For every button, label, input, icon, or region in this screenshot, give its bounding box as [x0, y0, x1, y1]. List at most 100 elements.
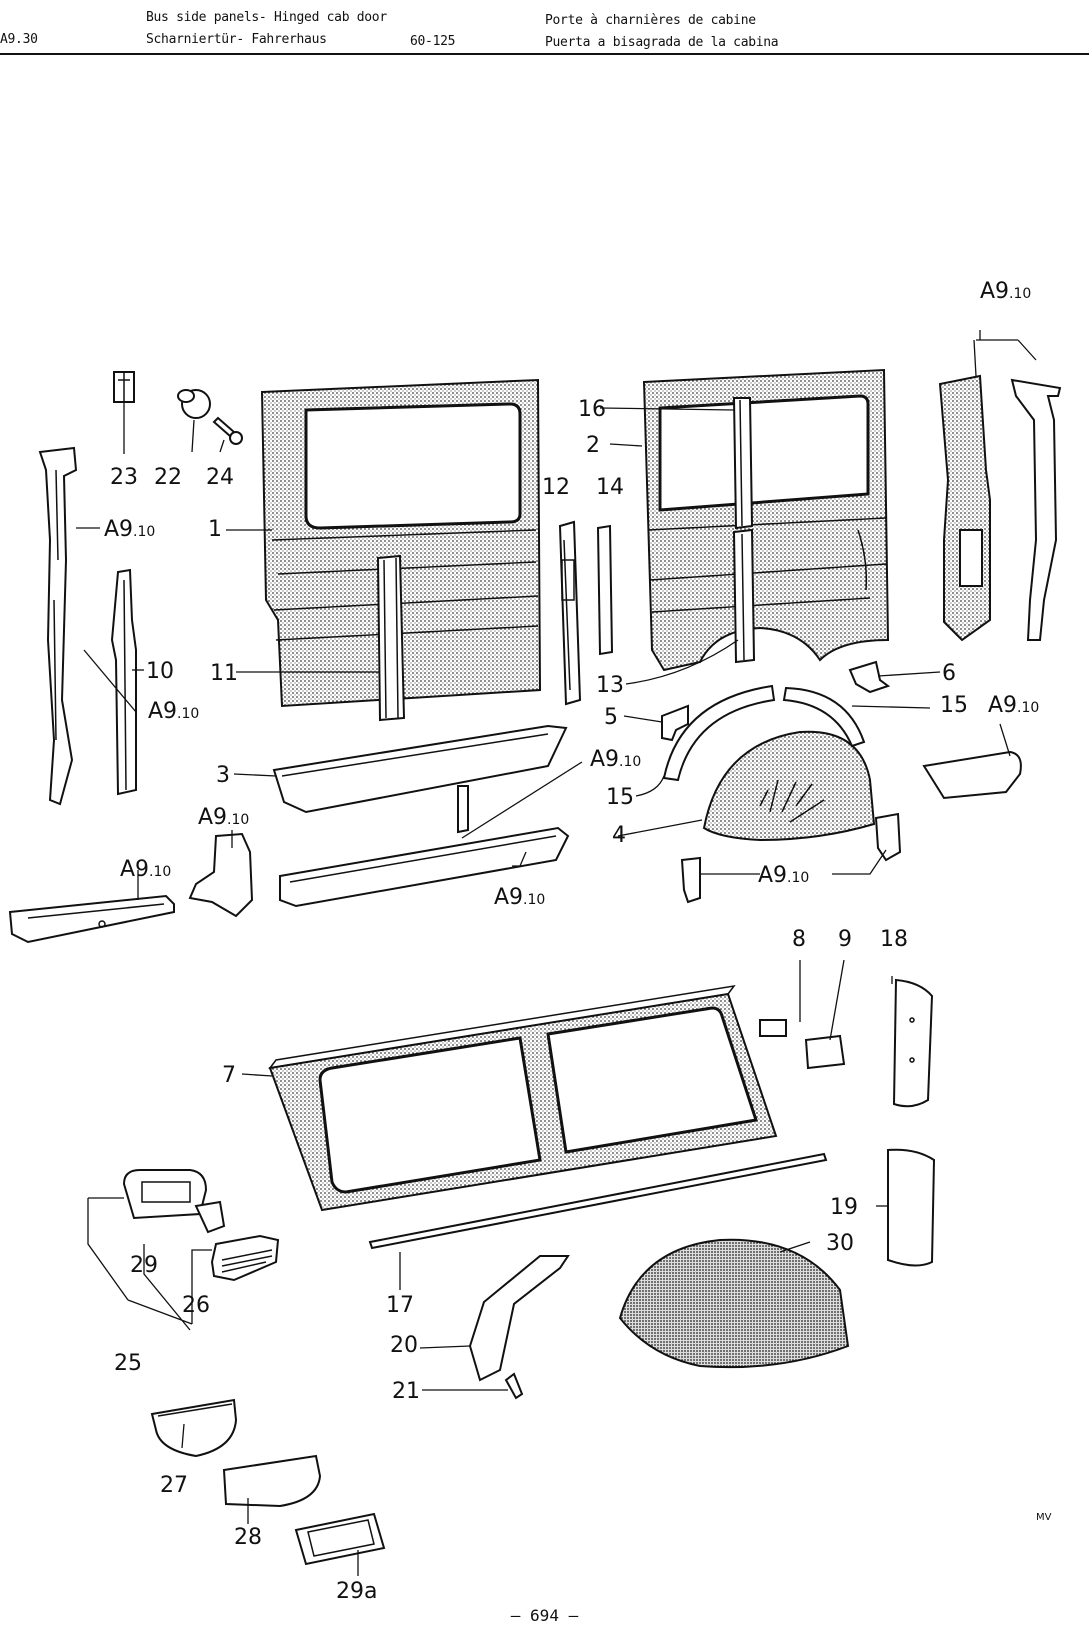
ref-a910-bottom-brackets: A9.10 [758, 863, 809, 888]
callout-9: 9 [838, 927, 852, 952]
part-22-grommet [177, 389, 211, 419]
callout-14: 14 [596, 475, 624, 500]
part-13-strip [732, 528, 756, 664]
ref-main: A9 [148, 699, 177, 724]
svg-text:A9.10: A9.10 [120, 857, 171, 882]
part-15-arch-flange-left [662, 684, 776, 782]
part-29-bulb-holder [194, 1200, 226, 1234]
ref-main: A9 [198, 805, 227, 830]
part-16-strip [732, 397, 754, 530]
part-5-bracket [661, 704, 689, 742]
callout-20: 20 [390, 1333, 418, 1358]
callout-6: 6 [942, 661, 956, 686]
page-number: – 694 – [510, 1606, 579, 1625]
ref-sub: .10 [1009, 286, 1031, 302]
part-8-plate [759, 1019, 787, 1037]
part-a910-rear-strip [1010, 378, 1062, 641]
part-23-clip [113, 371, 135, 403]
callout-15-left: 15 [606, 785, 634, 810]
callout-8: 8 [792, 927, 806, 952]
page-reference: 60-125 [410, 34, 456, 49]
part-a910-rear-pillar [938, 374, 991, 642]
callout-11: 11 [210, 661, 238, 686]
svg-text:A9.10: A9.10 [980, 279, 1031, 304]
part-11-strip [376, 554, 406, 722]
ref-main: A9 [758, 863, 787, 888]
callout-25: 25 [114, 1351, 142, 1376]
svg-text:A9.10: A9.10 [494, 885, 545, 910]
part-25-lamp-housing [122, 1169, 208, 1220]
artist-mark: MV [1036, 1512, 1052, 1523]
ref-sub: .10 [149, 864, 171, 880]
title-spanish: Puerta a bisagrada de la cabina [545, 35, 779, 50]
callout-28: 28 [234, 1525, 262, 1550]
part-30-wheel-housing [618, 1238, 850, 1369]
part-a910-corner [188, 832, 254, 918]
ref-a910-left-pillar: A9.10 [104, 517, 155, 542]
part-14-trim [596, 524, 614, 656]
part-24-screw [212, 416, 243, 445]
ref-sub: .10 [227, 812, 249, 828]
part-1-door-panel [260, 378, 542, 708]
part-15-arch-flange-right [782, 686, 866, 748]
title-english: Bus side panels- Hinged cab door [146, 10, 387, 25]
header-rule [0, 53, 1089, 55]
part-a910-lower-sill [279, 826, 570, 908]
part-a910-small-right [874, 812, 902, 862]
part-10-pillar [110, 568, 137, 796]
ref-a910-tail: A9.10 [988, 693, 1039, 718]
title-french: Porte à charnières de cabine [545, 13, 756, 28]
ref-sub: .10 [177, 706, 199, 722]
callout-24: 24 [206, 465, 234, 490]
ref-a910-step: A9.10 [120, 857, 171, 882]
callout-4: 4 [612, 823, 626, 848]
part-a910-tail-corner [922, 750, 1022, 800]
callout-2: 2 [586, 433, 600, 458]
part-26-lens [210, 1234, 280, 1282]
ref-sub: .10 [1017, 700, 1039, 716]
section-code: A9.30 [0, 32, 38, 47]
part-7-side-panel [268, 984, 778, 1212]
part-a910-bracket [457, 785, 469, 834]
part-9-clip [804, 1034, 846, 1070]
callout-30: 30 [826, 1231, 854, 1256]
callout-22: 22 [154, 465, 182, 490]
callout-26: 26 [182, 1293, 210, 1318]
part-3-sill [272, 724, 568, 814]
svg-text:A9.10: A9.10 [198, 805, 249, 830]
ref-a910-corner: A9.10 [198, 805, 249, 830]
svg-text:A9.10: A9.10 [148, 699, 199, 724]
ref-a910-lower-sill: A9.10 [494, 885, 545, 910]
ref-a910-pillar-10: A9.10 [148, 699, 199, 724]
ref-sub: .10 [133, 524, 155, 540]
part-27-lamp-body [150, 1398, 238, 1458]
ref-sub: .10 [523, 892, 545, 908]
part-29a-gasket [294, 1512, 386, 1566]
leader-lines [76, 330, 1037, 1576]
ref-sub: .10 [619, 754, 641, 770]
callout-21: 21 [392, 1379, 420, 1404]
part-21-bolt [504, 1372, 524, 1400]
part-4-wheel-housing [702, 730, 876, 842]
svg-text:A9.10: A9.10 [988, 693, 1039, 718]
part-a910-small-left [680, 856, 701, 904]
ref-a910-sill-bracket: A9.10 [590, 747, 641, 772]
callout-29a: 29a [336, 1579, 377, 1604]
part-20-bracket [468, 1255, 570, 1382]
callout-1: 1 [208, 517, 222, 542]
callout-17: 17 [386, 1293, 414, 1318]
callout-29: 29 [130, 1253, 158, 1278]
callout-19: 19 [830, 1195, 858, 1220]
part-a910-step-left [8, 894, 175, 944]
ref-main: A9 [590, 747, 619, 772]
part-28-lens-cover [222, 1454, 322, 1508]
callout-23: 23 [110, 465, 138, 490]
callout-7: 7 [222, 1063, 236, 1088]
part-19-trim [887, 1148, 936, 1267]
part-12-pillar [558, 520, 582, 706]
callout-16: 16 [578, 397, 606, 422]
part-a910-pillar-long [38, 446, 78, 806]
callout-12: 12 [542, 475, 570, 500]
part-6-bracket [848, 660, 891, 694]
